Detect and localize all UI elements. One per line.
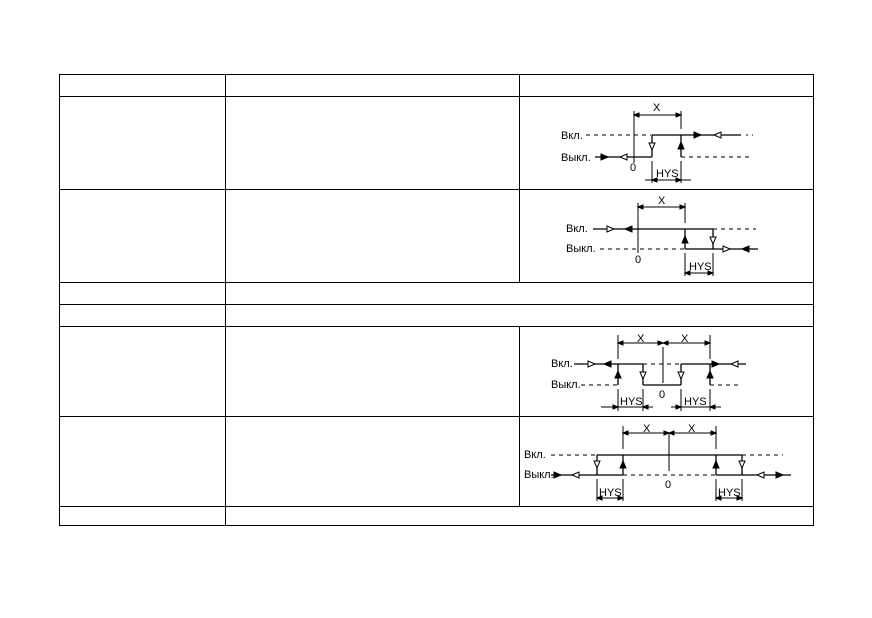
diagram-cell-low-alarm: Вкл. Выкл. X 0 HYS (520, 190, 814, 282)
row-divider (60, 416, 813, 417)
hysteresis-diagram-band-out: Вкл. Выкл. X X 0 HYS HYS (551, 333, 746, 411)
label-off: Выкл. (566, 243, 596, 255)
label-zero: 0 (630, 162, 636, 174)
label-x: X (681, 333, 689, 345)
label-x: X (688, 423, 696, 435)
diagram-cell-high-alarm: Вкл. Выкл. X 0 HYS (520, 97, 814, 189)
label-hys: HYS (684, 396, 707, 408)
label-x: X (653, 102, 661, 114)
label-hys: HYS (689, 261, 712, 273)
label-x: X (658, 195, 666, 207)
label-on: Вкл. (551, 358, 573, 370)
row-divider (60, 326, 813, 327)
label-hys: HYS (718, 487, 741, 499)
diagram-cell-band-out: Вкл. Выкл. X X 0 HYS HYS (520, 327, 814, 416)
label-hys: HYS (620, 396, 643, 408)
diagram-cell-band-in: Вкл. Выкл. X X 0 HYS HYS (520, 417, 814, 506)
label-x: X (637, 333, 645, 345)
row-divider (60, 506, 813, 507)
label-off: Выкл. (524, 469, 554, 481)
label-zero: 0 (665, 479, 671, 491)
column-divider (519, 75, 520, 282)
label-hys: HYS (656, 168, 679, 180)
label-zero: 0 (635, 254, 641, 266)
label-off: Выкл. (551, 379, 581, 391)
hysteresis-diagram-high: Вкл. Выкл. X 0 HYS (561, 102, 753, 183)
table: Вкл. Выкл. X 0 HYS (59, 74, 814, 526)
label-on: Вкл. (524, 449, 546, 461)
row-divider (60, 189, 813, 190)
label-on: Вкл. (566, 223, 588, 235)
column-divider (519, 326, 520, 506)
label-hys: HYS (599, 487, 622, 499)
row-divider (60, 282, 813, 283)
label-x: X (643, 423, 651, 435)
row-divider (60, 304, 813, 305)
label-on: Вкл. (561, 130, 583, 142)
hysteresis-diagram-band-in: Вкл. Выкл. X X 0 HYS HYS (524, 423, 791, 501)
column-divider (225, 75, 226, 525)
row-divider (60, 96, 813, 97)
hysteresis-diagram-low: Вкл. Выкл. X 0 HYS (566, 195, 758, 276)
label-zero: 0 (659, 389, 665, 401)
label-off: Выкл. (561, 152, 591, 164)
